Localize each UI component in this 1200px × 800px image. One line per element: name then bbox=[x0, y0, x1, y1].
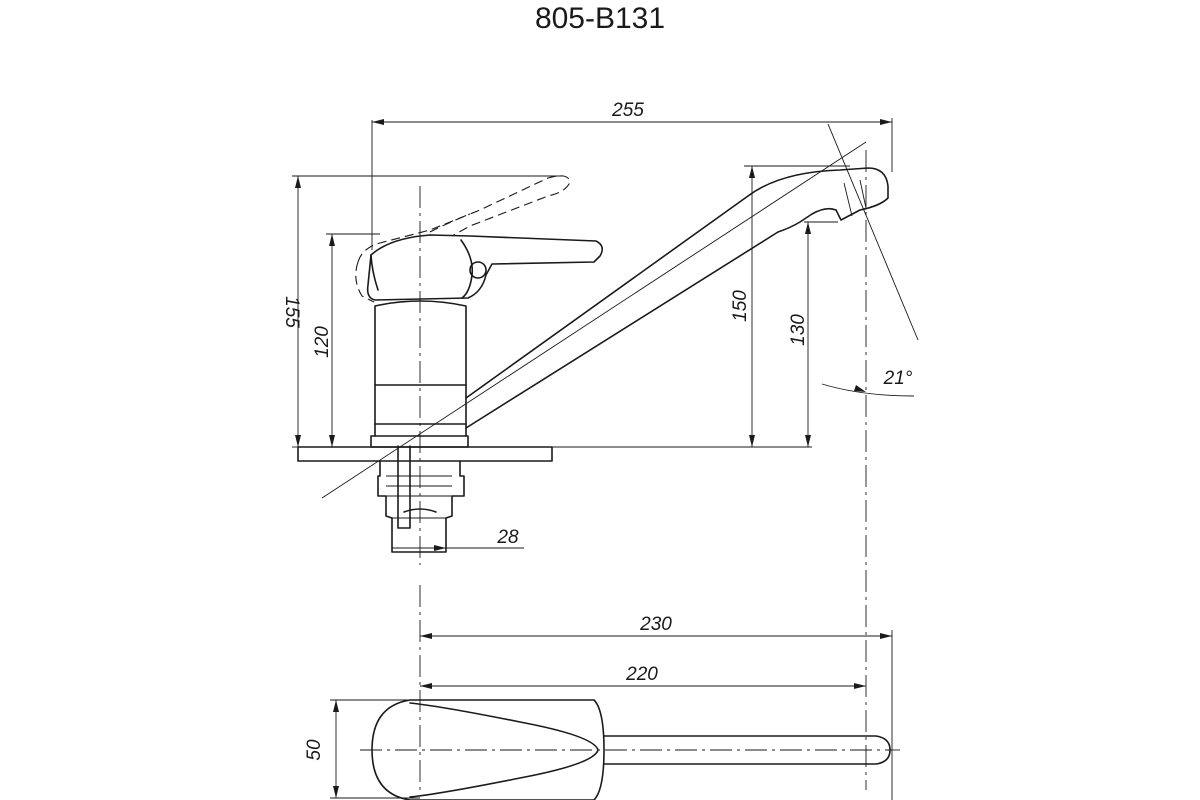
top-view-body bbox=[371, 699, 605, 800]
spout-outlet-line bbox=[859, 179, 867, 209]
mounting-shank bbox=[377, 460, 465, 553]
supply-hose-stub bbox=[397, 445, 411, 529]
spout bbox=[465, 167, 889, 429]
dim-overall-reach: 255 bbox=[611, 100, 644, 121]
lever-pivot bbox=[469, 261, 487, 279]
drawing-title: 805-B131 bbox=[535, 2, 665, 35]
spout-outlet-line bbox=[843, 182, 853, 217]
countertop-plate bbox=[297, 446, 553, 462]
dim-total-height: 155 bbox=[281, 296, 302, 328]
outlet-angle-line bbox=[827, 123, 919, 341]
dim-reach-outlet: 220 bbox=[625, 664, 658, 685]
dim-body-height: 120 bbox=[312, 326, 333, 358]
dim-reach-axis: 230 bbox=[639, 614, 672, 635]
lever-raised-ghost bbox=[355, 261, 375, 303]
dimensions: 255 155 120 150 130 21° 28 bbox=[281, 100, 915, 800]
lever-raised-ghost bbox=[429, 213, 471, 233]
base-ring bbox=[370, 435, 469, 448]
faucet-body bbox=[374, 300, 467, 437]
dim-swivel-angle: 21° bbox=[883, 368, 913, 389]
dim-body-width: 50 bbox=[304, 739, 325, 761]
top-view bbox=[360, 699, 900, 800]
dim-spout-height: 150 bbox=[730, 290, 751, 322]
dim-shank-diameter: 28 bbox=[496, 527, 519, 548]
side-view bbox=[297, 123, 919, 790]
dim-outlet-height: 130 bbox=[788, 314, 809, 346]
spout-axis-line bbox=[321, 141, 867, 499]
dim-arc-21 bbox=[821, 383, 915, 397]
